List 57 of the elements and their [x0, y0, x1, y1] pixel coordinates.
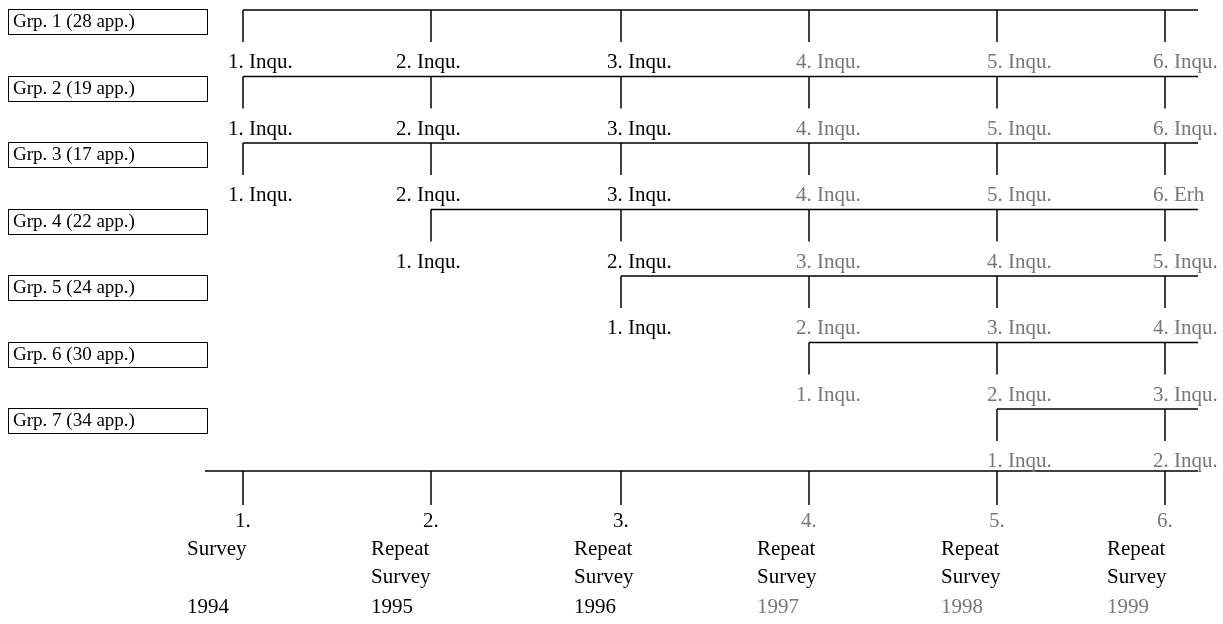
survey-number: 5.: [989, 507, 1005, 534]
inquiry-label: 4. Inqu.: [796, 48, 861, 75]
inquiry-label: 3. Inqu.: [987, 314, 1052, 341]
inquiry-label: 5. Inqu.: [987, 181, 1052, 208]
group-box: Grp. 1 (28 app.): [8, 9, 208, 35]
inquiry-label: 6. Erh: [1153, 181, 1205, 208]
inquiry-label: 1. Inqu.: [228, 48, 293, 75]
survey-number: 4.: [801, 507, 817, 534]
year-label: 1997: [757, 593, 799, 620]
inquiry-label: 3. Inqu.: [607, 48, 672, 75]
inquiry-label: 4. Inqu.: [796, 181, 861, 208]
group-box: Grp. 7 (34 app.): [8, 408, 208, 434]
group-box: Grp. 4 (22 app.): [8, 208, 208, 235]
survey-label: Repeat Survey: [371, 535, 432, 590]
inquiry-label: 5. Inqu.: [987, 114, 1052, 142]
group-box: Grp. 2 (19 app.): [8, 75, 208, 102]
survey-number: 2.: [423, 507, 439, 534]
survey-label: Repeat Survey: [1107, 535, 1168, 590]
inquiry-label: 6. Inqu.: [1153, 48, 1218, 75]
inquiry-label: 3. Inqu.: [607, 114, 672, 142]
inquiry-label: 1. Inqu.: [607, 314, 672, 341]
inquiry-label: 2. Inqu.: [796, 314, 861, 341]
survey-label: Repeat Survey: [941, 535, 1002, 590]
inquiry-label: 1. Inqu.: [796, 380, 861, 408]
survey-label: Repeat Survey: [757, 535, 818, 590]
inquiry-label: 5. Inqu.: [1153, 247, 1218, 275]
inquiry-label: 5. Inqu.: [987, 48, 1052, 75]
inquiry-label: 4. Inqu.: [987, 247, 1052, 275]
year-label: 1994: [187, 593, 229, 620]
inquiry-label: 2. Inqu.: [987, 380, 1052, 408]
inquiry-label: 2. Inqu.: [396, 48, 461, 75]
inquiry-label: 6. Inqu.: [1153, 114, 1218, 142]
group-box: Grp. 3 (17 app.): [8, 142, 208, 168]
group-box: Grp. 5 (24 app.): [8, 275, 208, 301]
inquiry-label: 1. Inqu.: [228, 181, 293, 208]
inquiry-label: 2. Inqu.: [396, 114, 461, 142]
inquiry-label: 1. Inqu.: [228, 114, 293, 142]
inquiry-label: 4. Inqu.: [796, 114, 861, 142]
inquiry-label: 3. Inqu.: [796, 247, 861, 275]
inquiry-label: 2. Inqu.: [607, 247, 672, 275]
survey-number: 1.: [235, 507, 251, 534]
inquiry-label: 1. Inqu.: [396, 247, 461, 275]
inquiry-label: 1. Inqu.: [987, 447, 1052, 474]
inquiry-label: 2. Inqu.: [396, 181, 461, 208]
inquiry-label: 3. Inqu.: [1153, 380, 1218, 408]
year-label: 1995: [371, 593, 413, 620]
year-label: 1999: [1107, 593, 1149, 620]
survey-number: 6.: [1157, 507, 1173, 534]
inquiry-label: 4. Inqu.: [1153, 314, 1218, 341]
inquiry-label: 3. Inqu.: [607, 181, 672, 208]
survey-label: Repeat Survey: [574, 535, 635, 590]
survey-label: Survey: [187, 535, 248, 562]
survey-number: 3.: [613, 507, 629, 534]
inquiry-label: 2. Inqu.: [1153, 447, 1218, 474]
group-box: Grp. 6 (30 app.): [8, 341, 208, 368]
year-label: 1996: [574, 593, 616, 620]
year-label: 1998: [941, 593, 983, 620]
